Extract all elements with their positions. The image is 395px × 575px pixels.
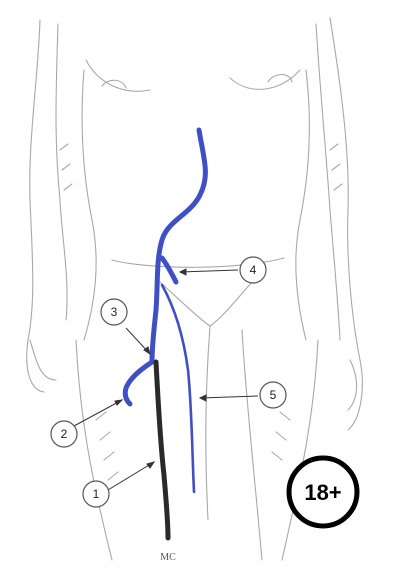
callout-1: 1 (83, 481, 109, 507)
callout-4-label: 4 (250, 263, 257, 277)
vein-paths (125, 130, 205, 492)
dark-vein (156, 362, 168, 538)
callout-3-label: 3 (111, 305, 118, 319)
branch-vein-5 (162, 285, 194, 492)
callout-2: 2 (51, 421, 77, 447)
callout-4: 4 (240, 257, 266, 283)
artist-signature: MC (160, 552, 176, 563)
age-badge: 18+ (289, 458, 357, 526)
branch-vein-4 (162, 258, 176, 282)
callout-5: 5 (260, 382, 286, 408)
leader-lines (74, 269, 258, 490)
callout-1-label: 1 (93, 487, 100, 501)
callout-5-label: 5 (270, 388, 277, 402)
branch-vein-left (125, 362, 152, 404)
age-badge-text: 18+ (304, 480, 341, 505)
callout-3: 3 (101, 299, 127, 325)
callout-2-label: 2 (61, 427, 68, 441)
